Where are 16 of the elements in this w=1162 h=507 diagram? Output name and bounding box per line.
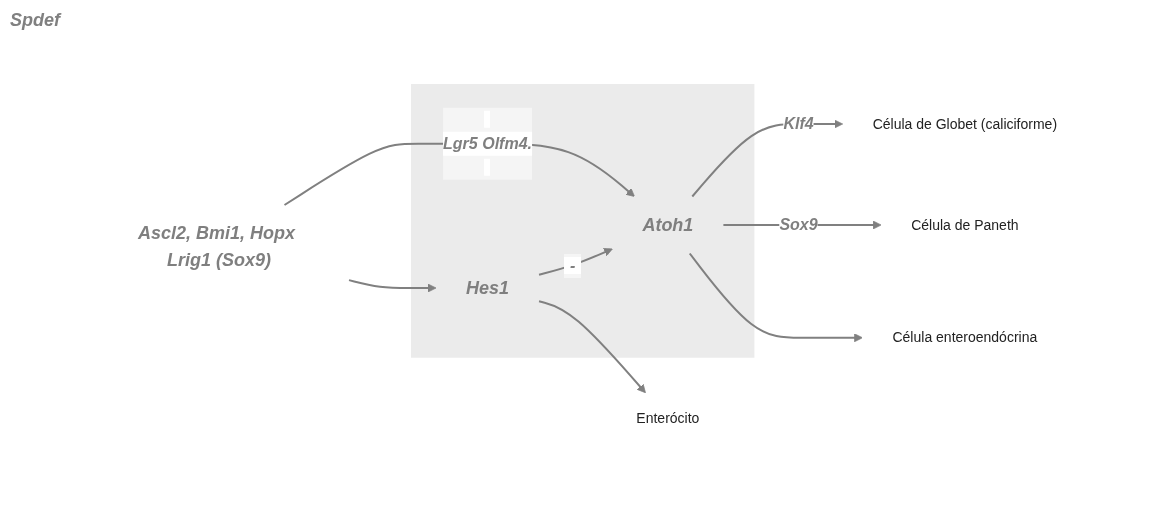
edge-label: Lgr5 Olfm4. [443,134,532,152]
node-text: Enterócito [636,409,700,426]
edge-label: - [570,256,576,274]
arrow [538,299,646,393]
node-text: Atoh1 [642,214,694,235]
gene-label: Spdef [10,10,60,31]
cluster [410,83,755,358]
edge-label: Sox9 [779,215,818,233]
edge-label: Klf4 [783,114,814,132]
node-text: Célula de Globet (caliciforme) [872,115,1058,132]
arrow [347,278,437,292]
node-text: Célula de Paneth [911,216,1019,233]
node-text: Hes1 [465,277,509,298]
arrow [688,252,863,342]
node-text: Célula enteroendócrina [892,328,1038,345]
node-text: Ascl2, Bmi1, Hopx Lrig1 (Sox9) [137,222,295,270]
